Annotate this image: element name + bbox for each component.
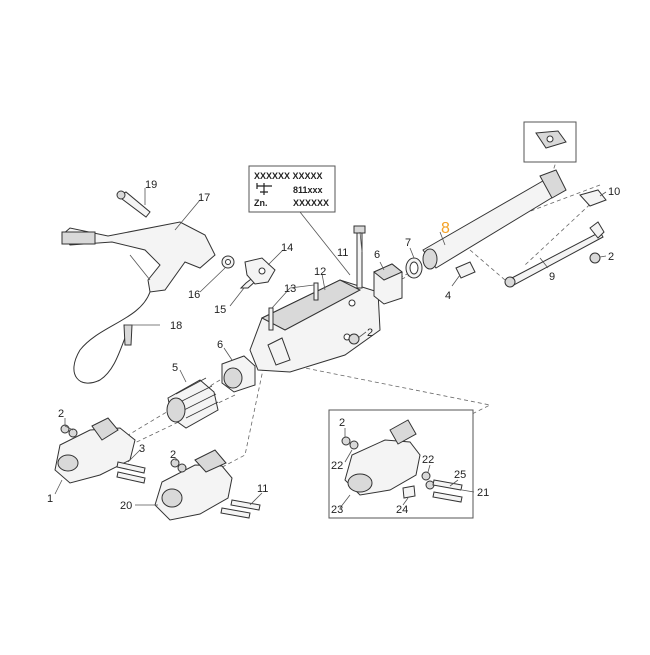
part-11-bolts-lower [220, 499, 261, 519]
callout-24: 24 [396, 504, 408, 516]
callout-1: 1 [47, 493, 53, 505]
part-6-bushing-upper [373, 263, 403, 305]
callout-10: 10 [608, 186, 620, 198]
callout-2-right: 2 [608, 251, 614, 263]
callout-13: 13 [284, 283, 296, 295]
part-17-handbrake-lever [61, 221, 216, 293]
callout-20: 20 [120, 500, 132, 512]
callout-5: 5 [172, 362, 178, 374]
part-3-bolts [116, 461, 146, 484]
part-14-bracket [244, 257, 276, 285]
label-line3-prefix: Zn. [254, 198, 268, 208]
callout-15: 15 [214, 304, 226, 316]
callout-11-upper: 11 [337, 247, 348, 259]
label-line3-value: XXXXXX [293, 198, 329, 208]
part-6-bushing-lower [221, 355, 256, 393]
callout-22-left: 22 [331, 460, 343, 472]
callout-25: 25 [454, 469, 466, 481]
part-12-drawbar-housing [249, 279, 381, 373]
callout-6-lower: 6 [217, 339, 223, 351]
part-11-bolt-upper [353, 225, 366, 289]
label-plate: XXXXXX XXXXX 811xxx Zn. XXXXXX [248, 165, 351, 276]
part-5-bellows [166, 377, 219, 429]
callout-16: 16 [188, 289, 200, 301]
part-2-nut-housing [348, 333, 360, 345]
part-21-inset [328, 409, 474, 519]
callout-18: 18 [170, 320, 182, 332]
part-16-washer [221, 255, 235, 269]
part-20-coupling-head [154, 449, 233, 521]
callout-21: 21 [477, 487, 489, 499]
part-19-bolt [116, 190, 151, 218]
part-2-nut-right [589, 252, 601, 264]
callout-2-centre: 2 [170, 449, 176, 461]
callout-22-right: 22 [422, 454, 434, 466]
callout-8-highlighted: 8 [441, 220, 450, 237]
callout-17: 17 [198, 192, 210, 204]
callout-9: 9 [549, 271, 555, 283]
callout-19: 19 [145, 179, 157, 191]
part-2-nuts-left [60, 424, 78, 438]
part-8-drawbar-tube [422, 169, 567, 270]
callout-2-housing: 2 [367, 327, 373, 339]
callout-numbers: 19 17 18 16 15 14 13 12 11 6 7 8 4 9 10 … [47, 179, 620, 516]
part-7-ring [405, 257, 423, 279]
callout-23: 23 [331, 504, 343, 516]
callout-4: 4 [445, 290, 451, 302]
part-9-rod [504, 221, 605, 288]
callout-6-upper: 6 [374, 249, 380, 261]
callout-2-inset: 2 [339, 417, 345, 429]
part-4-pin [455, 261, 476, 279]
part-2-nuts-centre [170, 458, 187, 473]
label-line1: XXXXXX XXXXX [254, 171, 323, 181]
callout-14: 14 [281, 242, 293, 254]
callout-11-lower: 11 [257, 483, 268, 495]
part-18-cable [73, 291, 151, 384]
callout-12: 12 [314, 266, 326, 278]
part-10-plate [579, 189, 607, 207]
plate-inset [523, 121, 577, 163]
label-line2: 811xxx [293, 185, 323, 195]
callout-2-left: 2 [58, 408, 64, 420]
part-13-bolts [268, 282, 319, 331]
callout-7: 7 [405, 237, 411, 249]
callout-3: 3 [139, 443, 145, 455]
part-1-coupling-head [54, 417, 136, 484]
leader-lines [54, 188, 607, 509]
